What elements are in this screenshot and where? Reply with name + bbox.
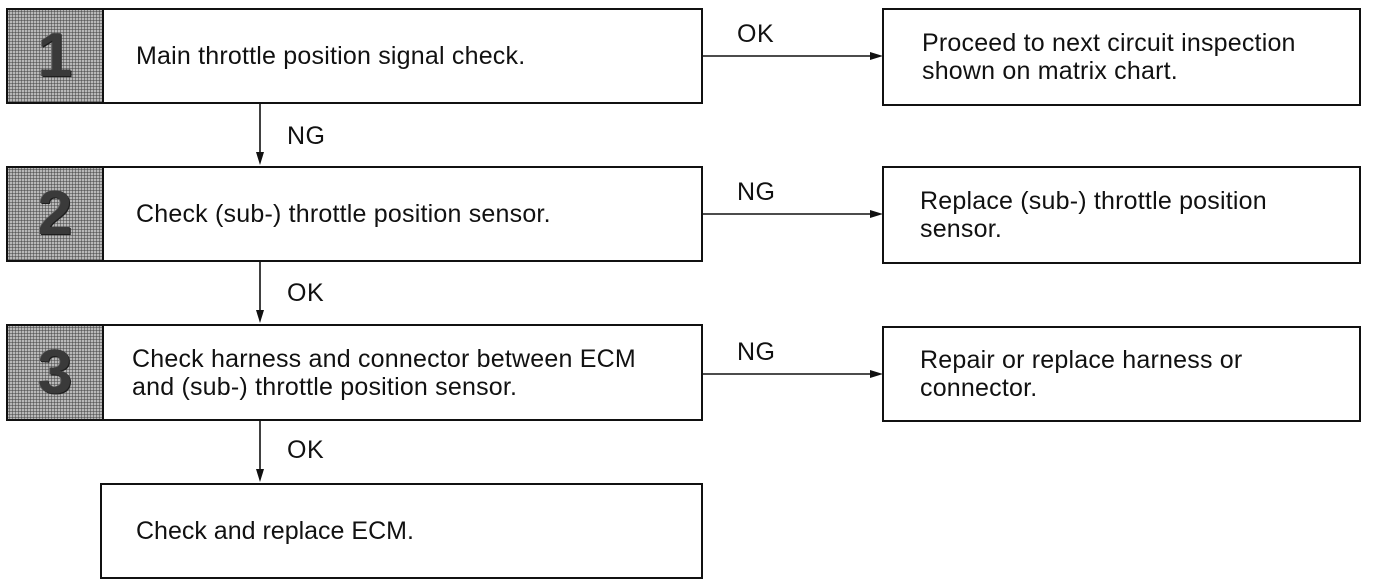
arrowhead-step3-down [256,469,264,482]
flow-label-after-step1: NG [287,122,326,150]
step-3-number-badge: 3 [8,326,104,419]
step-1-number-badge: 1 [8,10,104,102]
flow-label-after-step2: OK [287,279,325,307]
branch-label-step3: NG [737,338,776,366]
step-1-text: Main throttle position signal check. [136,42,526,70]
step-2-box: 2 Check (sub-) throttle position sensor. [6,166,703,262]
step-3-number: 3 [37,337,73,407]
result-2-box: Replace (sub-) throttle position sensor. [882,166,1361,264]
step-2-number-badge: 2 [8,168,104,260]
step-2-text: Check (sub-) throttle position sensor. [136,200,551,228]
step-3-box: 3 Check harness and connector between EC… [6,324,703,421]
arrowhead-step3-right [870,370,883,378]
arrowhead-step2-right [870,210,883,218]
arrowhead-step1-right [870,52,883,60]
final-step-text: Check and replace ECM. [136,517,414,545]
step-2-number: 2 [37,179,73,248]
flow-label-after-step3: OK [287,436,325,464]
result-2-text: Replace (sub-) throttle position sensor. [920,187,1267,243]
final-step-box: Check and replace ECM. [100,483,703,579]
result-1-box: Proceed to next circuit inspection shown… [882,8,1361,106]
branch-label-step2: NG [737,178,776,206]
step-3-text: Check harness and connector between ECM … [132,344,636,401]
result-3-text: Repair or replace harness or connector. [920,346,1243,402]
arrowhead-step1-down [256,152,264,165]
branch-label-step1: OK [737,20,775,48]
arrowhead-step2-down [256,310,264,323]
result-1-text: Proceed to next circuit inspection shown… [922,29,1296,85]
result-3-box: Repair or replace harness or connector. [882,326,1361,422]
step-1-number: 1 [37,21,73,90]
step-1-box: 1 Main throttle position signal check. [6,8,703,104]
